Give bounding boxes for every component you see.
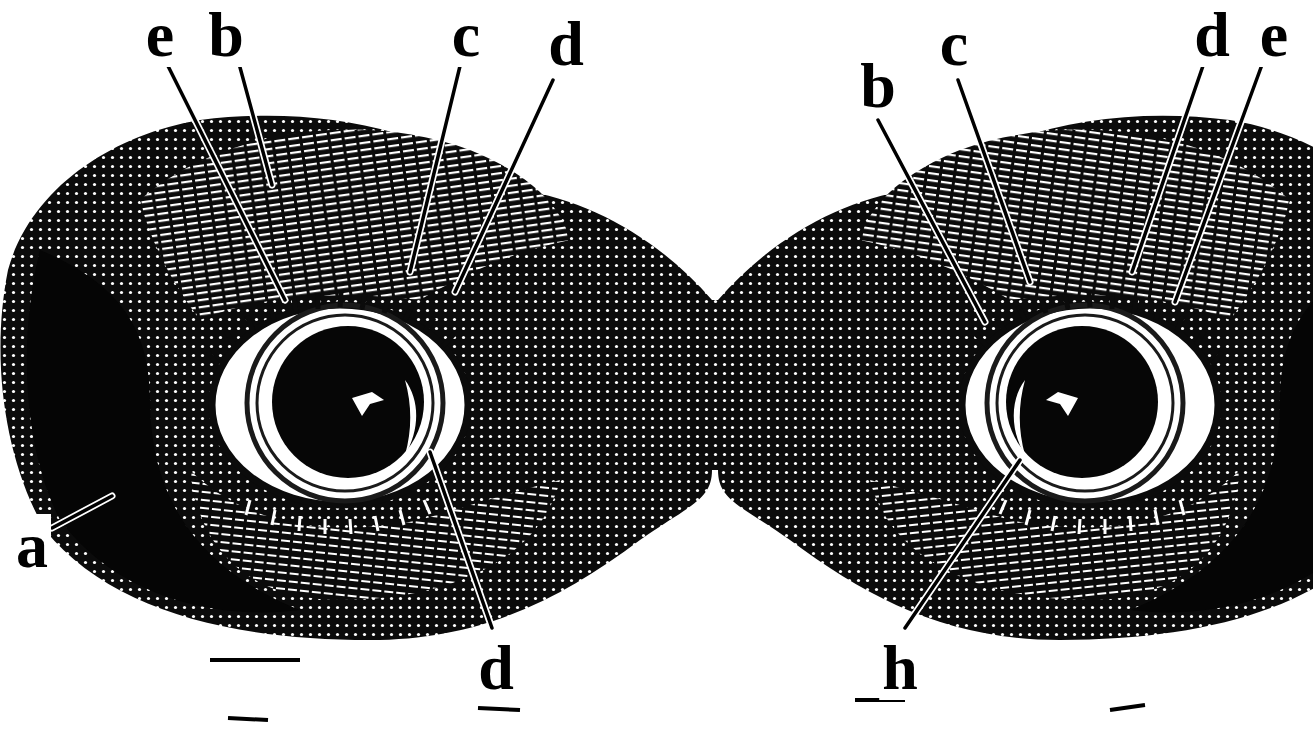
callout-letter: e <box>1257 3 1291 67</box>
callout-letter: d <box>545 12 587 76</box>
callout-letter: c <box>449 3 483 67</box>
callout-letter: h <box>879 636 921 700</box>
callout-letter: c <box>937 12 971 76</box>
right-eye <box>718 116 1313 640</box>
callout-letter: d <box>475 636 517 700</box>
callout-letter: e <box>143 3 177 67</box>
ground-marks <box>210 660 1145 720</box>
callout-letter: b <box>205 3 247 67</box>
nose-bridge <box>700 300 730 470</box>
callout-letter: a <box>13 514 51 578</box>
callout-letter: d <box>1191 3 1233 67</box>
leader-lines <box>52 60 1263 628</box>
callout-letter: b <box>857 54 899 118</box>
left-eye <box>0 116 712 640</box>
